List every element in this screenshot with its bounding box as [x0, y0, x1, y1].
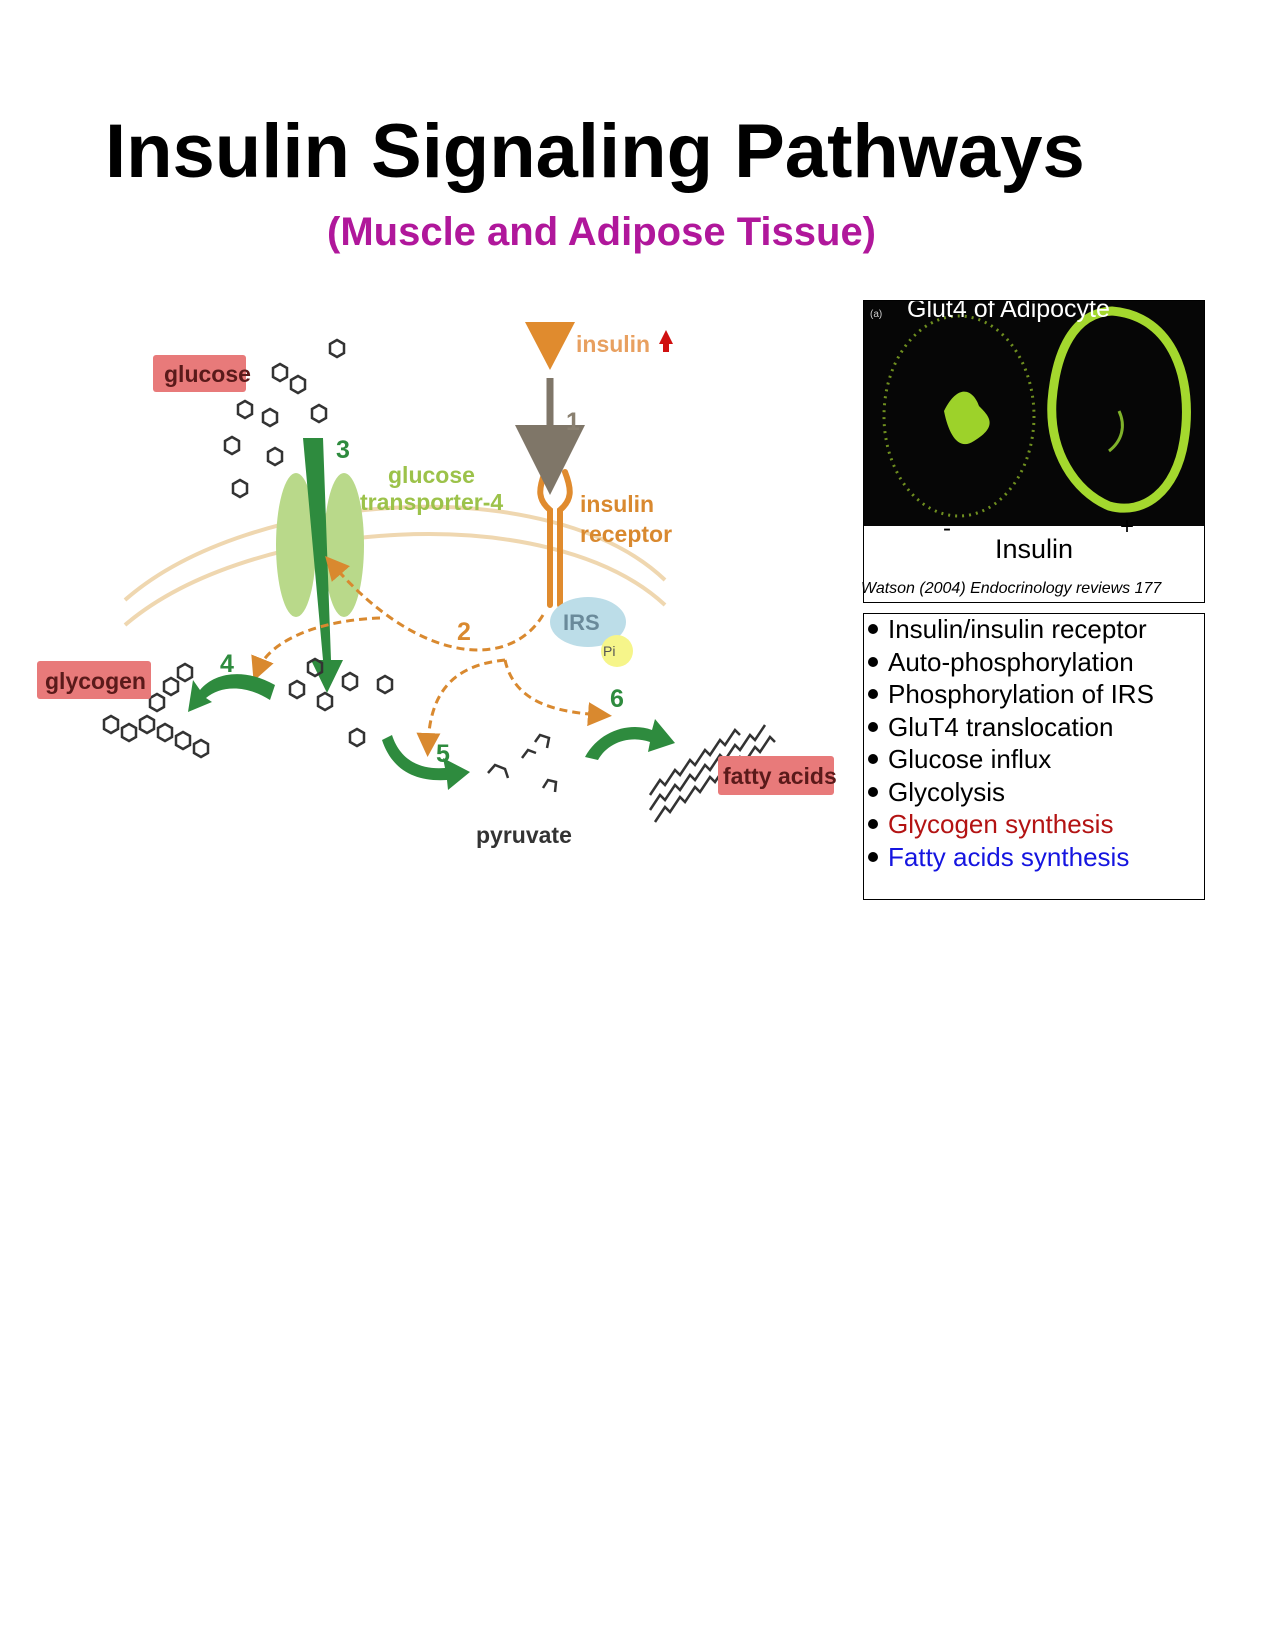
bullet-icon: [868, 722, 878, 732]
step-4-number: 4: [220, 650, 234, 678]
bullet-icon: [868, 852, 878, 862]
pathway-step-item: Glycolysis: [864, 777, 1154, 810]
pyruvate-molecules: [488, 735, 556, 792]
pathway-step-label: Glucose influx: [888, 744, 1051, 774]
glucose-transporter-label-line2: transporter-4: [360, 489, 503, 515]
step-3-number: 3: [336, 436, 350, 464]
bullet-icon: [868, 787, 878, 797]
increase-arrow-icon: [659, 330, 673, 352]
pathway-step-label: GluT4 translocation: [888, 712, 1113, 742]
glycogen-label: glycogen: [45, 668, 146, 694]
pathway-step-item: GluT4 translocation: [864, 712, 1154, 745]
micrograph-image: (a) Glut4 of Adipocyte: [864, 301, 1204, 526]
pathway-step-label: Insulin/insulin receptor: [888, 614, 1147, 644]
irs-label: IRS: [563, 610, 600, 635]
bullet-icon: [868, 819, 878, 829]
glucose-label: glucose: [164, 361, 251, 387]
insulin-condition-label: Insulin: [864, 534, 1204, 565]
lipogenesis-arrow: [585, 719, 675, 760]
step-5-number: 5: [436, 740, 450, 768]
adipocyte-fluorescence-image: [864, 301, 1204, 526]
step-6-number: 6: [610, 685, 624, 713]
pathway-step-item: Glucose influx: [864, 744, 1154, 777]
pathway-step-label: Auto-phosphorylation: [888, 647, 1134, 677]
micrograph-title: Glut4 of Adipocyte: [907, 301, 1110, 324]
insulin-receptor: [540, 472, 569, 605]
pi-label: Pi: [603, 643, 615, 659]
insulin-receptor-label-line2: receptor: [580, 521, 672, 547]
bullet-icon: [868, 657, 878, 667]
insulin-pathway-diagram: glucose glycogen fatty acids pyruvate in…: [0, 290, 850, 860]
pathway-step-item: Fatty acids synthesis: [864, 842, 1154, 875]
bullet-icon: [868, 754, 878, 764]
step-2-number: 2: [457, 618, 471, 646]
insulin-receptor-label-line1: insulin: [580, 491, 654, 517]
glycogen-synthesis-arrow: [188, 674, 275, 712]
insulin-label: insulin: [576, 331, 650, 357]
pathway-step-item: Glycogen synthesis: [864, 809, 1154, 842]
fatty-acids-label: fatty acids: [723, 763, 837, 789]
pathway-step-label: Glycolysis: [888, 777, 1005, 807]
page-subtitle: (Muscle and Adipose Tissue): [327, 210, 876, 255]
pathway-step-item: Phosphorylation of IRS: [864, 679, 1154, 712]
glycolysis-arrow: [382, 735, 470, 790]
bullet-icon: [868, 624, 878, 634]
step-1-number: 1: [566, 408, 580, 436]
pathway-step-item: Auto-phosphorylation: [864, 647, 1154, 680]
page-title: Insulin Signaling Pathways: [105, 108, 1085, 195]
pathway-step-label: Fatty acids synthesis: [888, 842, 1129, 872]
glucose-transporter-label-line1: glucose: [388, 462, 475, 488]
insulin-molecule: [525, 322, 575, 370]
glut4-micrograph-panel: (a) Glut4 of Adipocyte - + Insulin Watso…: [863, 300, 1205, 603]
pathway-step-label: Glycogen synthesis: [888, 809, 1113, 839]
pathway-step-item: Insulin/insulin receptor: [864, 614, 1154, 647]
bullet-icon: [868, 689, 878, 699]
pathway-step-label: Phosphorylation of IRS: [888, 679, 1154, 709]
citation: Watson (2004) Endocrinology reviews 177: [861, 580, 1161, 598]
panel-tag: (a): [870, 309, 882, 320]
pyruvate-label: pyruvate: [476, 822, 572, 848]
